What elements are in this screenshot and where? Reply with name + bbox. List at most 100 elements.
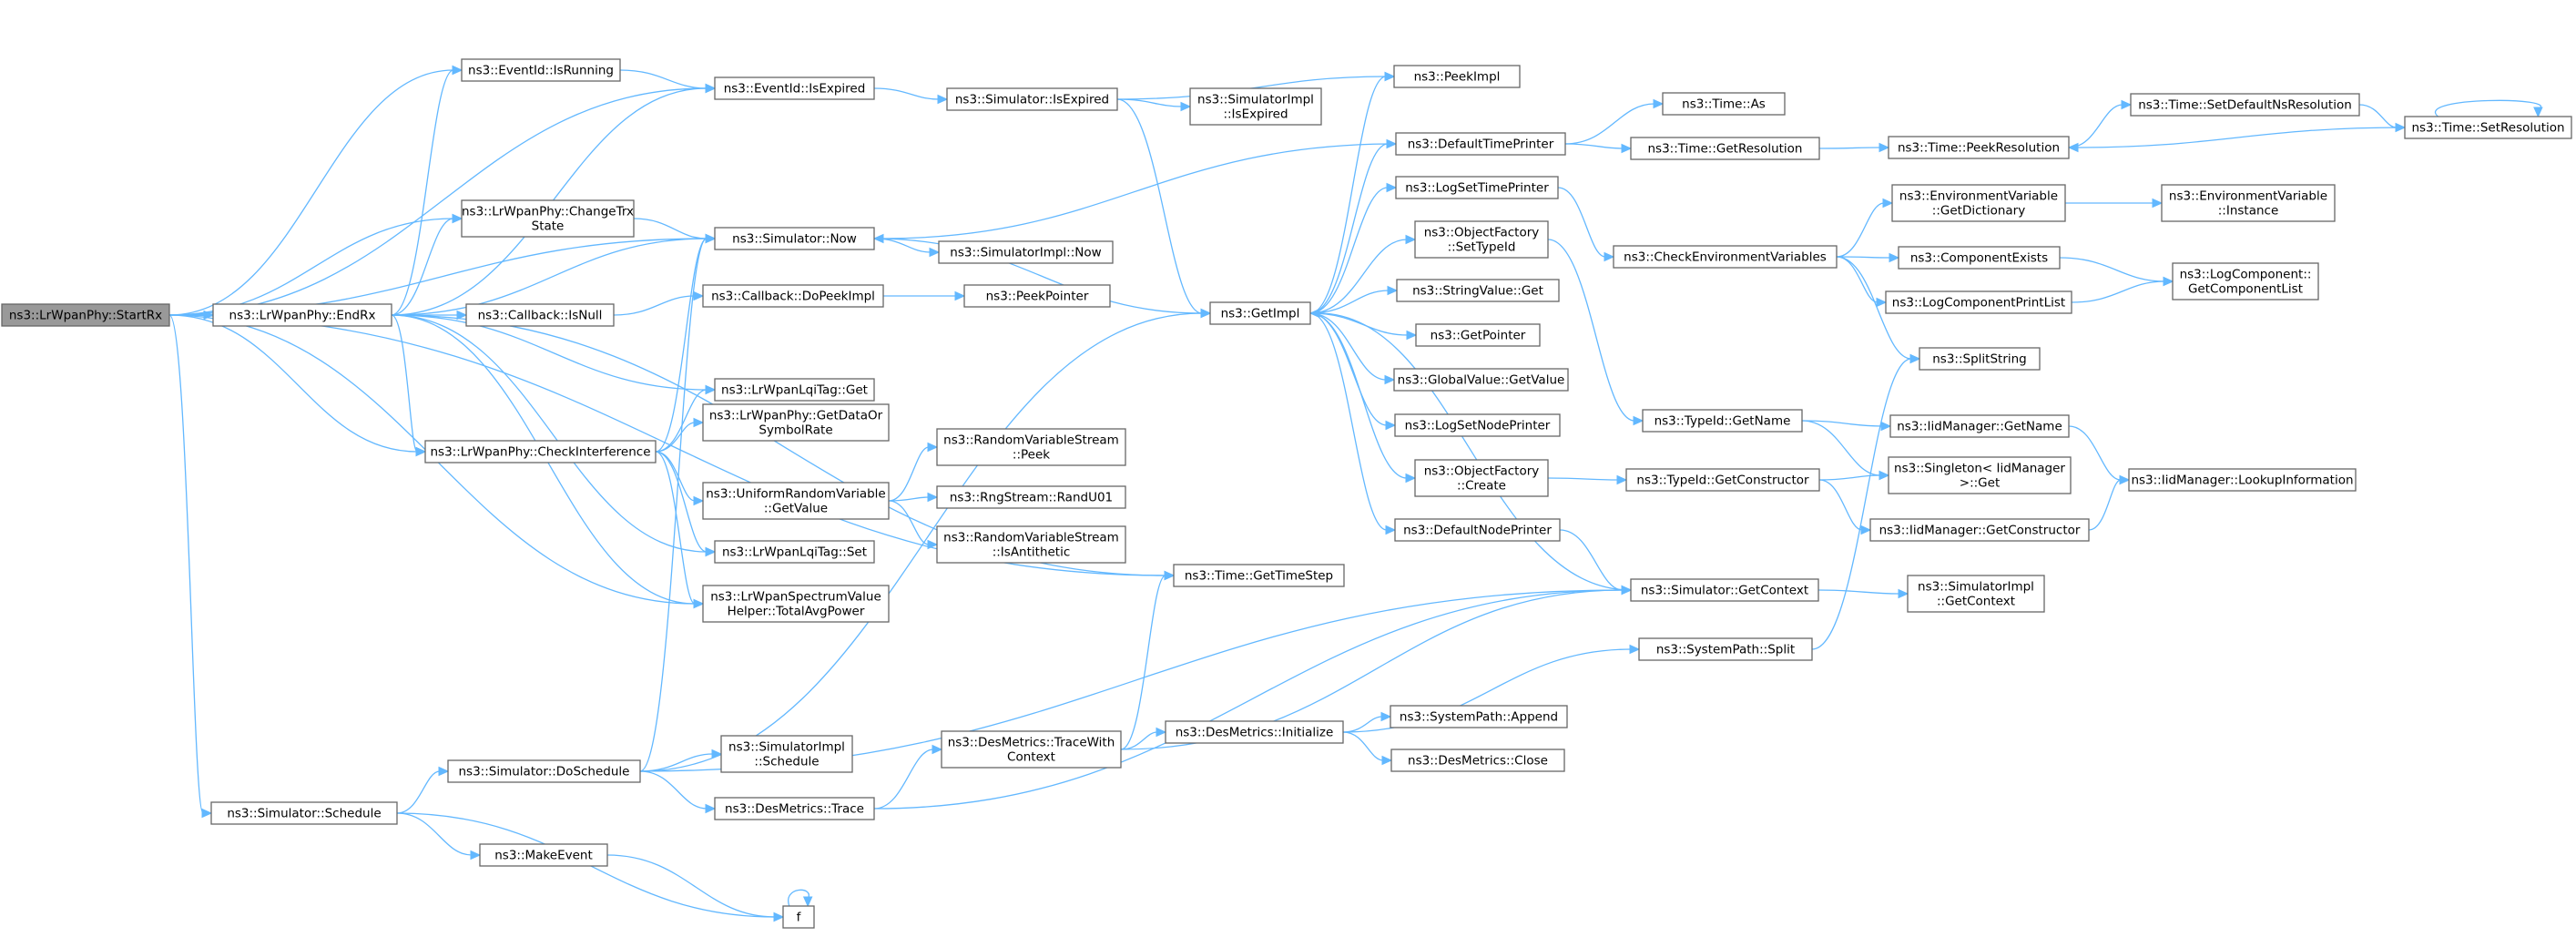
node-dopeekimpl[interactable]: ns3::Callback::DoPeekImpl <box>702 284 884 308</box>
node-makeevent[interactable]: ns3::MakeEvent <box>479 843 608 867</box>
node-lqiget[interactable]: ns3::LrWpanLqiTag::Get <box>714 378 875 402</box>
node-box <box>1415 323 1541 347</box>
node-box <box>702 482 890 520</box>
node-singletonget[interactable]: ns3::Singleton< IidManager >::Get <box>1888 456 2072 494</box>
edge-line <box>1309 290 1390 314</box>
node-label: ns3::Time::PeekResolution <box>1898 141 2060 156</box>
edge-timesetres-timesetres <box>2434 99 2543 118</box>
node-tidgetname[interactable]: ns3::TypeId::GetName <box>1642 409 1803 433</box>
edge-line <box>396 770 441 814</box>
node-envgetdict[interactable]: ns3::EnvironmentVariable::GetDictionary <box>1891 184 2066 222</box>
node-simimplsched[interactable]: ns3::SimulatorImpl::Schedule <box>720 735 853 773</box>
node-startrx[interactable]: ns3::LrWpanPhy::StartRx <box>1 303 170 327</box>
node-simgetctx[interactable]: ns3::Simulator::GetContext <box>1630 578 1819 602</box>
node-box <box>1638 637 1813 661</box>
edge-line <box>2358 104 2398 128</box>
node-gvgetvalue[interactable]: ns3::GlobalValue::GetValue <box>1393 368 1569 392</box>
node-timegetres[interactable]: ns3::Time::GetResolution <box>1630 137 1820 160</box>
node-defnodeprinter[interactable]: ns3::DefaultNodePrinter <box>1394 518 1561 542</box>
node-checkinterf[interactable]: ns3::LrWpanPhy::CheckInterference <box>424 440 657 463</box>
node-label: ns3::LogComponent:: <box>2180 268 2312 282</box>
node-getpointer[interactable]: ns3::GetPointer <box>1415 323 1541 347</box>
node-simisexp[interactable]: ns3::Simulator::IsExpired <box>946 87 1118 111</box>
node-doschedule[interactable]: ns3::Simulator::DoSchedule <box>447 759 641 783</box>
edge-arrow <box>2533 107 2543 118</box>
edge-arrow <box>1876 297 1888 308</box>
node-splitstring[interactable]: ns3::SplitString <box>1919 347 2041 371</box>
edge-doschedule-simnow <box>639 233 717 772</box>
node-urvgetvalue[interactable]: ns3::UniformRandomVariable::GetValue <box>702 482 890 520</box>
node-timepeekres[interactable]: ns3::Time::PeekResolution <box>1888 136 2070 159</box>
node-peekimpl[interactable]: ns3::PeekImpl <box>1393 65 1521 88</box>
node-timesetdefres[interactable]: ns3::Time::SetDefaultNsResolution <box>2130 93 2360 117</box>
edge-arrow <box>201 808 213 819</box>
edge-defnodeprinter-simgetctx <box>1559 529 1633 596</box>
node-label: ::Schedule <box>754 755 819 769</box>
node-tidgetctor[interactable]: ns3::TypeId::GetConstructor <box>1625 468 1820 492</box>
node-stringvalueget[interactable]: ns3::StringValue::Get <box>1396 279 1560 302</box>
node-label: ns3::RandomVariableStream <box>943 531 1119 545</box>
node-simimplgetctx[interactable]: ns3::SimulatorImpl::GetContext <box>1907 575 2045 613</box>
node-timeas[interactable]: ns3::Time::As <box>1662 92 1786 116</box>
node-desinit[interactable]: ns3::DesMetrics::Initialize <box>1165 720 1344 744</box>
edge-urvgetvalue-rvsanti <box>888 500 939 550</box>
node-ofcreate[interactable]: ns3::ObjectFactory::Create <box>1414 459 1549 497</box>
node-logcompgetlist[interactable]: ns3::LogComponent::GetComponentList <box>2172 262 2319 300</box>
edge-timepeekres-timesetdefres <box>2068 99 2133 148</box>
edge-deftimeprinter-timegetres <box>1564 143 1633 154</box>
node-lqiset[interactable]: ns3::LrWpanLqiTag::Set <box>714 540 875 564</box>
node-cbisnull[interactable]: ns3::Callback::IsNull <box>465 303 615 327</box>
edge-ofsettypeid-tidgetname <box>1547 239 1644 426</box>
node-simschedule[interactable]: ns3::Simulator::Schedule <box>210 801 398 825</box>
edge-startrx-isrunning <box>168 65 463 316</box>
node-logsettimeprinter[interactable]: ns3::LogSetTimePrinter <box>1395 176 1559 199</box>
edge-dopeekimpl-peekpointer <box>882 290 966 301</box>
node-logsetnodeprinter[interactable]: ns3::LogSetNodePrinter <box>1394 413 1561 437</box>
node-iidgetname[interactable]: ns3::IidManager::GetName <box>1889 414 2070 438</box>
edge-isexpired-simisexp <box>873 87 949 105</box>
node-compexists[interactable]: ns3::ComponentExists <box>1898 246 2061 270</box>
node-label: ns3::RandomVariableStream <box>943 433 1119 448</box>
edge-logcompprint-logcompgetlist <box>2071 276 2174 303</box>
edge-simisexp-getimpl <box>1116 98 1212 319</box>
node-label: ns3::LrWpanPhy::EndRx <box>229 309 376 323</box>
node-iidlookup[interactable]: ns3::IidManager::LookupInformation <box>2128 468 2357 492</box>
node-f[interactable]: f <box>782 905 815 929</box>
node-simimplnow[interactable]: ns3::SimulatorImpl::Now <box>938 240 1114 264</box>
node-randu01[interactable]: ns3::RngStream::RandU01 <box>936 485 1126 509</box>
edge-arrow <box>1406 330 1418 341</box>
node-ofsettypeid[interactable]: ns3::ObjectFactory::SetTypeId <box>1414 220 1549 259</box>
node-timesetres[interactable]: ns3::Time::SetResolution <box>2404 116 2572 139</box>
node-destrace[interactable]: ns3::DesMetrics::Trace <box>714 797 875 820</box>
node-rvsanti[interactable]: ns3::RandomVariableStream::IsAntithetic <box>936 525 1126 564</box>
node-checkenv[interactable]: ns3::CheckEnvironmentVariables <box>1613 245 1838 269</box>
node-label: ns3::EnvironmentVariable <box>2169 189 2327 204</box>
node-rvspeek[interactable]: ns3::RandomVariableStream::Peek <box>936 428 1126 466</box>
node-isrunning[interactable]: ns3::EventId::IsRunning <box>461 58 621 82</box>
edge-timesetres-timepeekres <box>2067 127 2406 153</box>
edge-line <box>2434 99 2542 117</box>
node-deftimeprinter[interactable]: ns3::DefaultTimePrinter <box>1395 132 1566 156</box>
node-endrx[interactable]: ns3::LrWpanPhy::EndRx <box>212 303 392 327</box>
node-logcompprint[interactable]: ns3::LogComponentPrintList <box>1885 290 2072 314</box>
node-spsplit[interactable]: ns3::SystemPath::Split <box>1638 637 1813 661</box>
node-peekpointer[interactable]: ns3::PeekPointer <box>963 284 1111 308</box>
edge-endrx-isrunning <box>391 65 463 316</box>
node-getimpl[interactable]: ns3::GetImpl <box>1209 301 1311 325</box>
node-iidgetctor[interactable]: ns3::IidManager::GetConstructor <box>1869 518 2090 542</box>
node-box <box>1394 518 1561 542</box>
node-simimplisexp[interactable]: ns3::SimulatorImpl::IsExpired <box>1189 87 1322 126</box>
node-desclose[interactable]: ns3::DesMetrics::Close <box>1390 749 1565 772</box>
node-simnow[interactable]: ns3::Simulator::Now <box>714 227 875 250</box>
node-spappend[interactable]: ns3::SystemPath::Append <box>1390 705 1568 728</box>
node-totalavg[interactable]: ns3::LrWpanSpectrumValueHelper::TotalAvg… <box>702 585 890 623</box>
node-timegetstep[interactable]: ns3::Time::GetTimeStep <box>1173 564 1345 587</box>
node-label: ns3::IidManager::LookupInformation <box>2131 474 2353 488</box>
node-label: ns3::LrWpanLqiTag::Set <box>722 545 867 560</box>
node-isexpired[interactable]: ns3::EventId::IsExpired <box>714 76 875 100</box>
node-envinstance[interactable]: ns3::EnvironmentVariable::Instance <box>2161 184 2336 222</box>
node-label: >::Get <box>1960 476 2000 491</box>
